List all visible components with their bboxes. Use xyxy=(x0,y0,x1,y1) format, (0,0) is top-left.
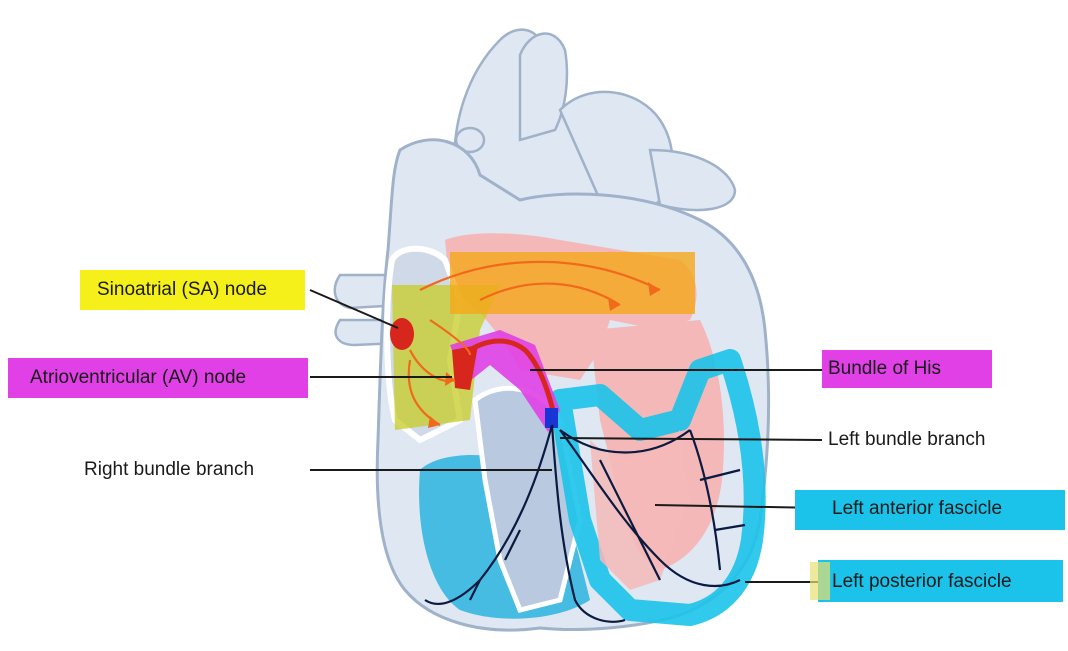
left-anterior-fascicle-label: Left anterior fascicle xyxy=(832,497,1002,521)
sa-node-label: Sinoatrial (SA) node xyxy=(97,278,267,302)
left-bundle-branch-label: Left bundle branch xyxy=(828,428,985,452)
av-node-label: Atrioventricular (AV) node xyxy=(30,366,246,390)
bundle-of-his-label: Bundle of His xyxy=(828,357,941,381)
left-posterior-fascicle-label: Left posterior fascicle xyxy=(832,570,1012,594)
atrial-highlight-orange xyxy=(450,252,695,314)
posterior-yellow-edge xyxy=(810,562,830,600)
sa-node xyxy=(390,318,414,350)
right-bundle-branch-label: Right bundle branch xyxy=(84,458,254,482)
